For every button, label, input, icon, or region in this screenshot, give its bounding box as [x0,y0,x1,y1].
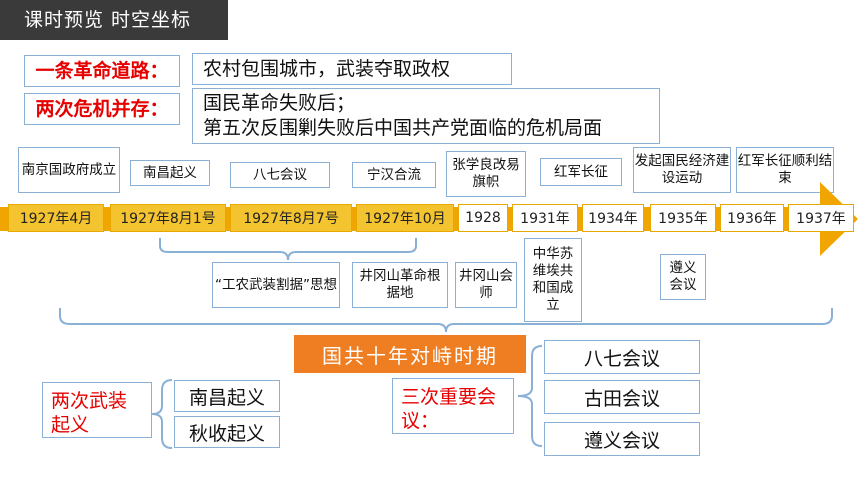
road-label: 一条革命道路： [24,55,180,87]
uprising-item: 南昌起义 [174,380,280,412]
uprisings-label: 两次武装起义 [42,382,152,438]
meeting-item: 古田会议 [544,380,700,414]
year-cell: 1937年 [788,204,854,232]
event-jinggangshan-meeting: 井冈山会师 [455,262,517,308]
year-cell: 1928 [458,204,508,232]
year-cell: 1935年 [650,204,716,232]
event-economic-campaign: 发起国民经济建设运动 [633,147,731,193]
event-long-march-end: 红军长征顺利结束 [736,147,834,193]
year-cell: 1927年8月7号 [230,204,352,232]
year-cell: 1927年8月1号 [110,204,226,232]
year-cell: 1927年10月 [356,204,454,232]
event-nanjing-government: 南京国政府成立 [18,147,120,193]
brace-lines [59,238,833,333]
event-august-seventh-meeting: 八七会议 [230,162,330,188]
event-worker-peasant-idea: “工农武装割据”思想 [212,262,340,308]
event-ninghan-merger: 宁汉合流 [352,162,436,188]
meetings-bracket [517,345,543,447]
event-nanchang-uprising: 南昌起义 [130,160,210,186]
meetings-label: 三次重要会议： [392,378,514,434]
crisis-line-2: 第五次反围剿失败后中国共产党面临的危机局面 [203,117,603,139]
road-text: 农村包围城市，武装夺取政权 [192,53,512,85]
page-header: 课时预览 时空坐标 [0,0,228,40]
meeting-item: 遵义会议 [544,422,700,456]
event-soviet-republic: 中华苏维埃共和国成立 [524,238,582,322]
year-cell: 1927年4月 [8,204,104,232]
uprisings-bracket [151,379,173,449]
event-long-march: 红军长征 [540,158,622,186]
event-zunyi-meeting: 遵义会议 [660,254,706,300]
crisis-text: 国民革命失败后； 第五次反围剿失败后中国共产党面临的危机局面 [192,88,660,144]
meeting-item: 八七会议 [544,340,700,374]
event-flag-change: 张学良改易旗帜 [446,151,526,197]
year-cell: 1934年 [582,204,644,232]
crisis-line-1: 国民革命失败后； [203,92,356,114]
year-cell: 1931年 [512,204,578,232]
uprising-item: 秋收起义 [174,416,280,448]
period-title: 国共十年对峙时期 [294,335,526,373]
year-cell: 1936年 [720,204,784,232]
crisis-label: 两次危机并存： [24,93,180,125]
event-jinggangshan-base: 井冈山革命根据地 [352,262,448,308]
